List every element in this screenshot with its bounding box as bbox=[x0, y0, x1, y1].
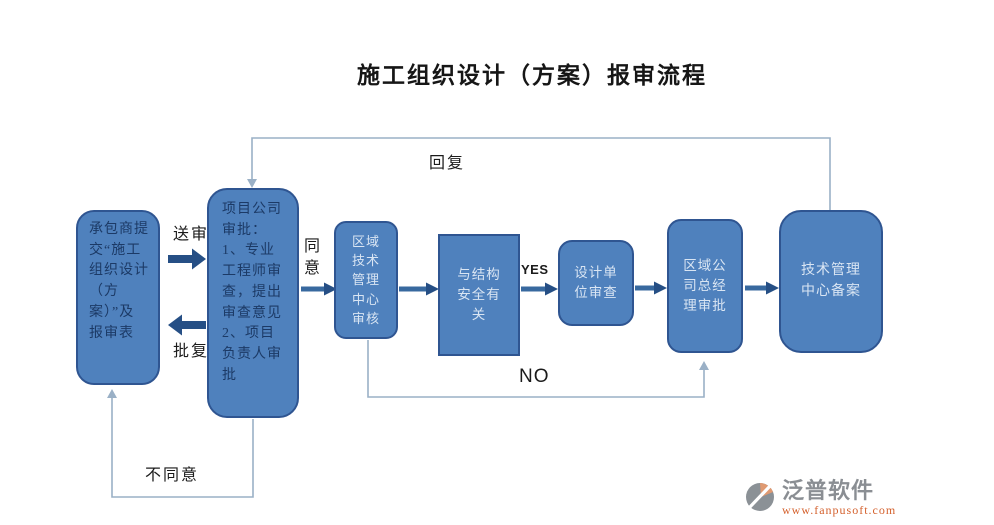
fanpu-logo-text: 泛普软件 www.fanpusoft.com bbox=[782, 478, 897, 517]
label-agree: 同意 bbox=[304, 238, 321, 278]
fanpu-url: www.fanpusoft.com bbox=[782, 503, 897, 517]
fanpu-brand-name: 泛普软件 bbox=[782, 478, 875, 503]
flow-box-regional-tech-center-review: 区域技术管理中心审核 bbox=[334, 221, 398, 339]
flow-box-regional-gm-approval: 区域公司总经理审批 bbox=[667, 219, 743, 353]
reply-feedback-line bbox=[251, 137, 831, 210]
arrowhead-box4-box5 bbox=[545, 282, 558, 296]
no-arrowhead bbox=[699, 361, 709, 370]
flow-box-tech-center-filing: 技术管理中心备案 bbox=[779, 210, 883, 353]
page-title: 施工组织设计（方案）报审流程 bbox=[357, 63, 707, 88]
flow-box-contractor-submit: 承包商提交“施工组织设计（方案）”及报审表 bbox=[76, 210, 160, 385]
arrowhead-box5-box6 bbox=[654, 281, 667, 295]
label-yes: YES bbox=[521, 262, 549, 277]
send-review-arrow bbox=[168, 248, 206, 270]
disagree-arrowhead bbox=[107, 389, 117, 398]
flow-box-design-unit-review: 设计单位审查 bbox=[558, 240, 634, 326]
label-approval-reply: 批复 bbox=[173, 343, 210, 360]
approval-reply-arrow bbox=[168, 314, 206, 336]
flow-box-project-company-approval: 项目公司审批： 1、专业工程师审查，提出审查意见 2、项目负责人审批 bbox=[207, 188, 299, 418]
fanpu-logo-icon bbox=[746, 483, 774, 511]
flow-box-structural-safety-check: 与结构安全有关 bbox=[438, 234, 520, 356]
label-reply: 回复 bbox=[429, 155, 466, 172]
reply-arrowhead bbox=[247, 179, 257, 188]
label-disagree: 不同意 bbox=[145, 467, 200, 484]
fanpu-watermark: 泛普软件 www.fanpusoft.com bbox=[744, 480, 896, 516]
arrowhead-box6-box7 bbox=[766, 281, 779, 295]
label-no: NO bbox=[519, 366, 550, 387]
label-send-review: 送审 bbox=[173, 226, 210, 243]
